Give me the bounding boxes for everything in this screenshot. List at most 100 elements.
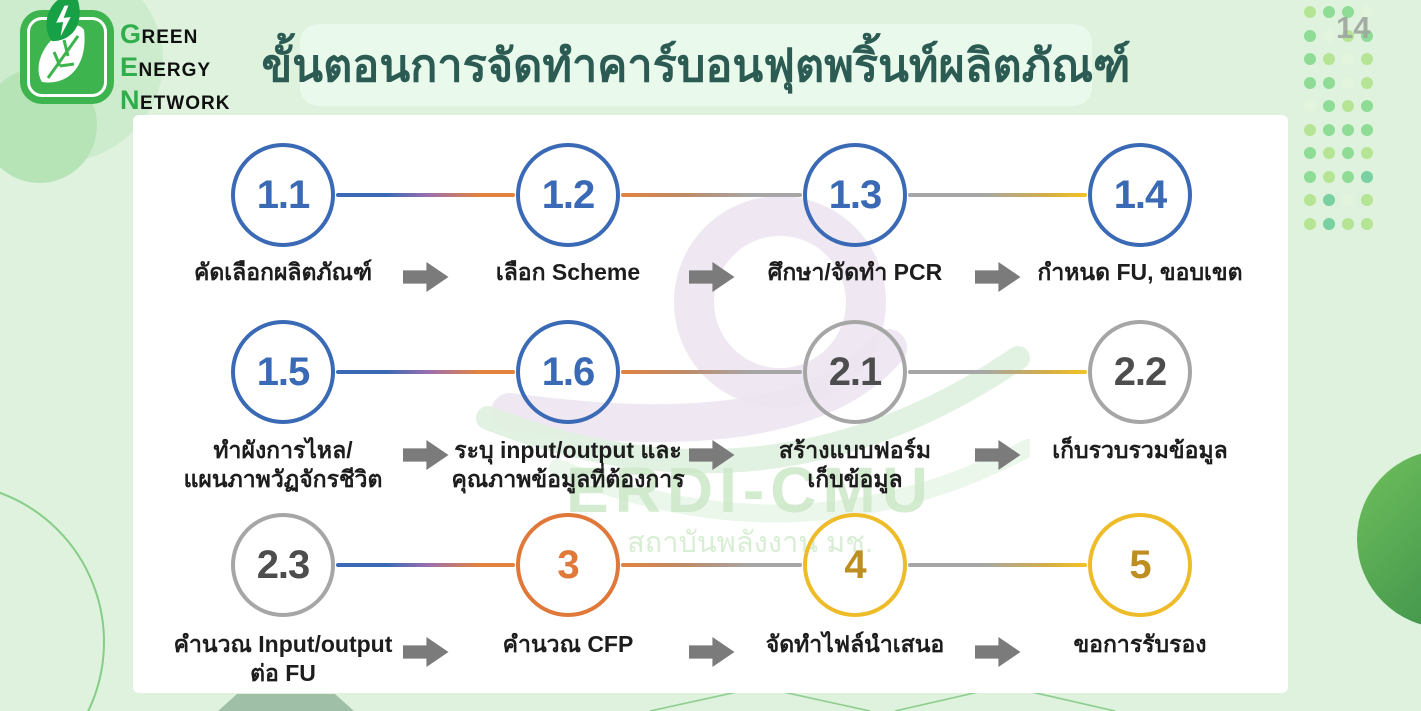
decor-dot [1342, 76, 1354, 89]
step-label: สร้างแบบฟอร์ม เก็บข้อมูล [778, 437, 932, 492]
step-number: 4 [844, 542, 866, 587]
connector-line [908, 193, 1087, 197]
logo-rest: NERGY [138, 60, 212, 81]
step-number: 3 [557, 542, 579, 587]
decor-dot [1361, 147, 1373, 159]
logo-initial: G [120, 19, 142, 49]
decor-dot [1304, 194, 1316, 206]
logo-initial: E [120, 52, 139, 82]
decor-dot [1304, 53, 1316, 65]
step-circle-2.1: 2.1 [803, 320, 907, 424]
step-number: 1.2 [541, 172, 596, 217]
step-label: เก็บรวบรวมข้อมูล [1052, 437, 1228, 463]
decor-dot [1323, 194, 1335, 206]
step-circle-2.3: 2.3 [231, 513, 335, 617]
page-number: 14 [1336, 10, 1371, 45]
decor-dot [1323, 53, 1335, 65]
decor-dot [1342, 217, 1354, 230]
decor-dot [1323, 217, 1335, 230]
logo-line: GREEN [120, 20, 230, 53]
step-label: คำนวณ Input/output ต่อ FU [173, 631, 393, 686]
step-circle-2.2: 2.2 [1088, 320, 1192, 424]
step-number: 5 [1129, 542, 1151, 587]
step-number: 2.2 [1113, 349, 1168, 394]
decor-dot [1342, 29, 1354, 42]
decor-dot [1361, 29, 1373, 42]
step-number: 1.6 [541, 349, 596, 394]
step-number: 1.3 [828, 172, 883, 217]
step-label: กำหนด FU, ขอบเขต [1037, 259, 1243, 285]
decor-dot [1342, 123, 1354, 136]
decor-dot [1323, 170, 1335, 183]
decor-dot [1323, 147, 1335, 159]
decor-dot [1361, 123, 1373, 136]
decor-dot [1323, 6, 1335, 18]
decor-circle-outline-left [0, 482, 105, 711]
step-label: คำนวณ CFP [502, 631, 634, 657]
decor-dot [1323, 100, 1335, 112]
decor-green-ball-right [1357, 450, 1421, 628]
step-circle-1.2: 1.2 [516, 143, 620, 247]
decor-dots-grid [1304, 6, 1380, 241]
decor-dot [1342, 147, 1354, 159]
connector-line [908, 563, 1087, 567]
step-circle-1.3: 1.3 [803, 143, 907, 247]
decor-dot [1361, 6, 1373, 18]
logo-rest: REEN [141, 27, 199, 48]
step-number: 1.1 [256, 172, 311, 217]
decor-dot [1323, 29, 1335, 42]
step-circle-1.5: 1.5 [231, 320, 335, 424]
connector-line [336, 193, 515, 197]
decor-dot [1361, 217, 1373, 230]
step-circle-5: 5 [1088, 513, 1192, 617]
logo-initial: N [120, 85, 140, 115]
decor-dot [1342, 100, 1354, 112]
step-number: 1.4 [1113, 172, 1168, 217]
decor-dot [1361, 100, 1373, 112]
decor-dot [1304, 76, 1316, 89]
step-number: 1.5 [256, 349, 311, 394]
leaf-icon [38, 25, 85, 83]
decor-dot [1323, 76, 1335, 89]
decor-dot [1304, 100, 1316, 112]
step-label: ระบุ input/output และ คุณภาพข้อมูลที่ต้อ… [451, 437, 685, 492]
decor-dot [1361, 53, 1373, 65]
page-title: ขั้นตอนการจัดทำคาร์บอนฟุตพริ้นท์ผลิตภัณฑ… [261, 40, 1131, 91]
step-label: ศึกษา/จัดทำ PCR [767, 259, 943, 285]
decor-dot [1304, 170, 1316, 183]
step-number: 2.3 [256, 542, 311, 587]
connector-line [621, 563, 802, 567]
logo-rest: ETWORK [140, 93, 231, 114]
title-banner: ขั้นตอนการจัดทำคาร์บอนฟุตพริ้นท์ผลิตภัณฑ… [262, 24, 1130, 106]
connector-line [621, 193, 802, 197]
step-circle-3: 3 [516, 513, 620, 617]
decor-dot [1304, 217, 1316, 230]
decor-dot [1323, 123, 1335, 136]
decor-dot [1361, 76, 1373, 89]
decor-dot [1304, 123, 1316, 136]
decor-dot [1361, 170, 1373, 183]
decor-dot [1342, 170, 1354, 183]
leaf-bolt-icon [46, 0, 80, 42]
decor-hexagon-bottom [218, 694, 354, 711]
step-label: จัดทำไฟล์นำเสนอ [765, 631, 945, 657]
decor-dot [1361, 194, 1373, 206]
logo-line: NETWORK [120, 86, 230, 119]
logo-line: ENERGY [120, 53, 230, 86]
decor-dot [1304, 6, 1316, 18]
connector-line [336, 563, 515, 567]
connector-line [621, 370, 802, 374]
step-label: ขอการรับรอง [1073, 631, 1207, 657]
step-circle-1.4: 1.4 [1088, 143, 1192, 247]
step-circle-4: 4 [803, 513, 907, 617]
step-label: คัดเลือกผลิตภัณฑ์ [193, 259, 373, 285]
connector-line [908, 370, 1087, 374]
decor-dot [1342, 6, 1354, 18]
decor-dot [1304, 147, 1316, 159]
step-circle-1.6: 1.6 [516, 320, 620, 424]
decor-dot [1342, 194, 1354, 206]
connector-line [336, 370, 515, 374]
step-label: เลือก Scheme [495, 259, 641, 285]
